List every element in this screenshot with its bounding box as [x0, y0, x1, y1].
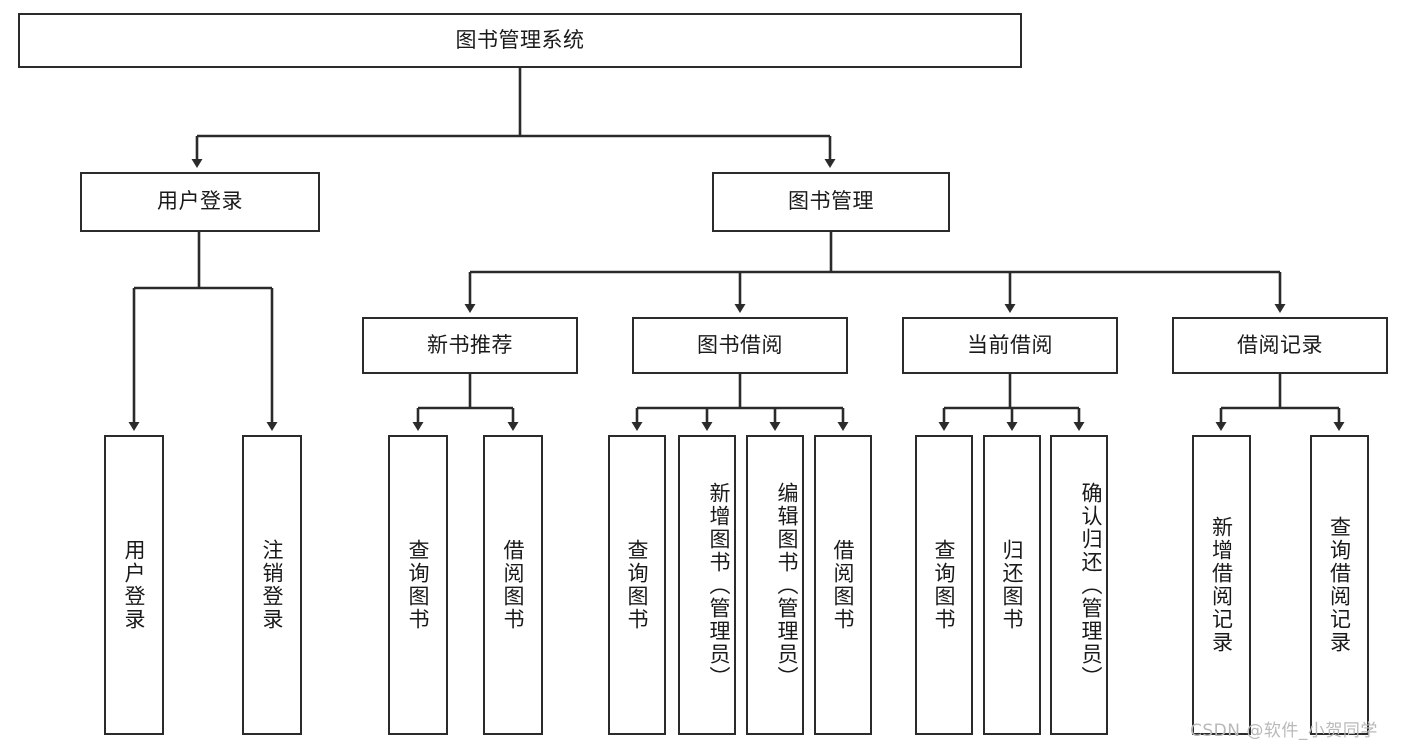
leaf-current-query-book[interactable]: 查询图书 — [915, 435, 973, 735]
leaf-borrow-query-book[interactable]: 查询图书 — [608, 435, 666, 735]
leaf-record-add-record[interactable]: 新增借阅记录 — [1192, 435, 1251, 735]
node-user-login-module[interactable]: 用户登录 — [80, 172, 320, 232]
leaf-user-logout[interactable]: 注销登录 — [242, 435, 302, 735]
leaf-current-confirm-return-admin[interactable]: 确认归还（管理员） — [1050, 435, 1108, 735]
leaf-user-login[interactable]: 用户登录 — [104, 435, 164, 735]
node-borrow-record[interactable]: 借阅记录 — [1172, 317, 1388, 374]
node-new-book-recommend[interactable]: 新书推荐 — [362, 317, 578, 374]
leaf-borrow-add-book-admin[interactable]: 新增图书（管理员） — [678, 435, 736, 735]
leaf-new-query-book[interactable]: 查询图书 — [388, 435, 448, 735]
leaf-borrow-edit-book-admin[interactable]: 编辑图书（管理员） — [746, 435, 804, 735]
leaf-borrow-lend-book[interactable]: 借阅图书 — [814, 435, 872, 735]
csdn-watermark: CSDN @软件_小贺同学 — [1190, 721, 1378, 741]
node-book-borrow[interactable]: 图书借阅 — [632, 317, 848, 374]
leaf-new-borrow-book[interactable]: 借阅图书 — [483, 435, 543, 735]
leaf-record-query-record[interactable]: 查询借阅记录 — [1310, 435, 1369, 735]
leaf-current-return-book[interactable]: 归还图书 — [983, 435, 1041, 735]
node-root[interactable]: 图书管理系统 — [18, 13, 1022, 68]
node-book-management-module[interactable]: 图书管理 — [712, 172, 950, 232]
node-current-borrow[interactable]: 当前借阅 — [902, 317, 1118, 374]
